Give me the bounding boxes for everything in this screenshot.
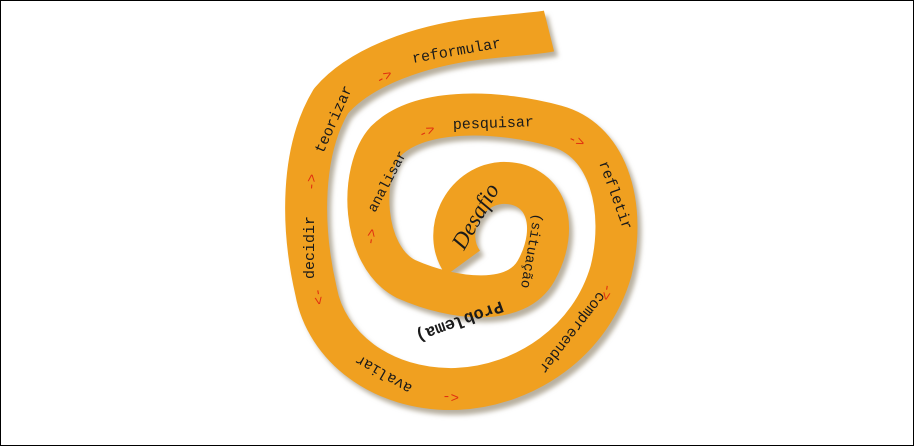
arrow-decidir-teorizar: -> [304,173,321,191]
step-decidir: decidir [302,216,319,279]
arrow-into-analisar: -> [363,228,382,247]
arrow-avaliar-decidir: <- [310,287,329,306]
arrow-compreender-avaliar: <- [442,388,459,404]
step-pesquisar: pesquisar [453,114,535,134]
